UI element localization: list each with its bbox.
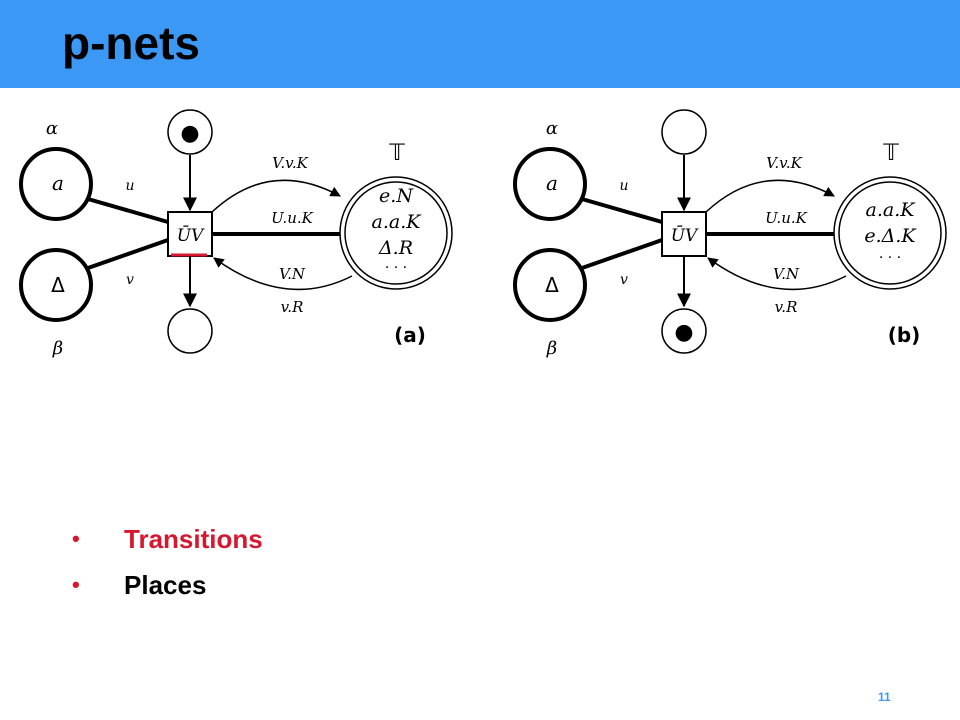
place-alpha bbox=[513, 147, 587, 221]
panel-label-b: (b) bbox=[888, 323, 921, 347]
store-outer bbox=[339, 176, 453, 290]
place-alpha bbox=[19, 147, 93, 221]
store-inner bbox=[838, 181, 942, 285]
place-alpha-label: α bbox=[546, 118, 558, 139]
bullet-dot-icon: • bbox=[72, 572, 80, 597]
store-line-3: · · · bbox=[879, 250, 901, 266]
store-line-1: a.a.K bbox=[866, 199, 917, 221]
arc-u-label: u bbox=[125, 178, 134, 194]
token-in: ● bbox=[180, 121, 199, 146]
pnet-diagrams: α a Δ β u v ● ŪV V.v.K U.u.K V.N v.R 𝕋 e… bbox=[19, 109, 947, 359]
place-alpha-label: α bbox=[46, 118, 58, 139]
store-line-4: · · · bbox=[385, 260, 407, 276]
bullet-dot-icon: • bbox=[72, 526, 80, 551]
place-alpha-content: a bbox=[546, 171, 558, 195]
place-alpha-content: a bbox=[52, 171, 64, 195]
edge-return-label: V.N bbox=[773, 265, 800, 283]
store-outer bbox=[833, 176, 947, 290]
arc-v-label: v bbox=[620, 272, 628, 288]
arc-u bbox=[87, 197, 169, 224]
store-line-3: Δ.R bbox=[378, 237, 413, 259]
edge-mid-label: U.u.K bbox=[271, 209, 313, 227]
edge-top bbox=[705, 179, 835, 213]
arc-u-label: u bbox=[619, 178, 628, 194]
edge-return-label: V.N bbox=[279, 265, 306, 283]
diagram-a: α a Δ β u v ● ŪV V.v.K U.u.K V.N v.R 𝕋 e… bbox=[19, 109, 453, 359]
place-in bbox=[661, 109, 707, 155]
edge-return-label-2: v.R bbox=[775, 298, 798, 316]
arc-v bbox=[581, 238, 663, 270]
place-beta bbox=[513, 248, 587, 322]
bullet-text-transitions: Transitions bbox=[124, 524, 263, 554]
title-bar bbox=[0, 0, 960, 88]
transition-label: ŪV bbox=[177, 225, 205, 246]
transition-box bbox=[661, 211, 707, 257]
page-number: 11 bbox=[878, 690, 891, 704]
arc-u bbox=[581, 197, 663, 224]
edge-mid-label: U.u.K bbox=[765, 209, 807, 227]
store-inner bbox=[344, 181, 448, 285]
slide-title: p-nets bbox=[62, 17, 200, 69]
token-out: ● bbox=[674, 320, 693, 345]
edge-return bbox=[707, 257, 847, 291]
store-label: 𝕋 bbox=[388, 141, 405, 166]
place-out bbox=[661, 308, 707, 354]
edge-return-label-2: v.R bbox=[281, 298, 304, 316]
bullet-transitions: • Transitions bbox=[72, 522, 263, 568]
store-label: 𝕋 bbox=[882, 141, 899, 166]
edge-top-label: V.v.K bbox=[766, 154, 802, 172]
transition-label: ŪV bbox=[671, 225, 699, 246]
place-in bbox=[167, 109, 213, 155]
place-beta-content: Δ bbox=[51, 273, 65, 297]
bullet-text-places: Places bbox=[124, 570, 207, 600]
place-beta-label: β bbox=[52, 338, 63, 359]
store-line-1: e.N bbox=[379, 185, 414, 207]
panel-label-a: (a) bbox=[394, 323, 426, 347]
arc-v-label: v bbox=[126, 272, 134, 288]
place-beta-label: β bbox=[546, 338, 557, 359]
arc-v bbox=[87, 238, 169, 270]
store-line-2: e.Δ.K bbox=[864, 225, 917, 247]
place-beta-content: Δ bbox=[545, 273, 559, 297]
edge-top bbox=[211, 179, 341, 213]
diagram-b: α a Δ β u v ŪV ● V.v.K U.u.K V.N v.R 𝕋 a… bbox=[513, 109, 947, 359]
bullet-list: • Transitions • Places bbox=[72, 522, 263, 614]
bullet-places: • Places bbox=[72, 568, 263, 614]
place-out bbox=[167, 308, 213, 354]
place-beta bbox=[19, 248, 93, 322]
edge-top-label: V.v.K bbox=[272, 154, 308, 172]
store-line-2: a.a.K bbox=[372, 211, 423, 233]
edge-return bbox=[213, 257, 353, 291]
